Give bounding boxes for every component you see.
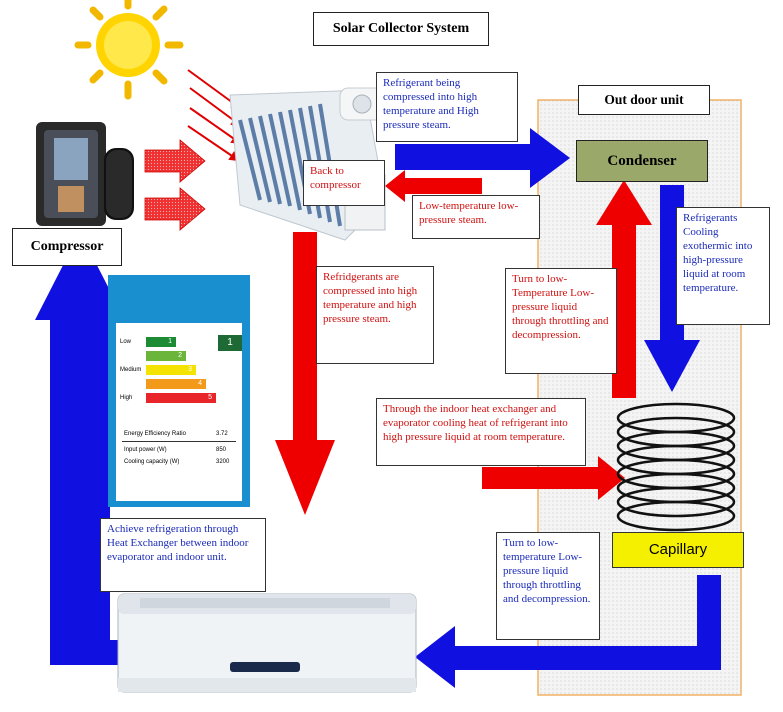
compressor-label: Compressor (12, 228, 122, 266)
rating-bar-5: 5 (146, 393, 216, 403)
arrow-to-condenser (395, 128, 570, 188)
note-low-temp-steam: Low-temperature low-pressure steam. (412, 195, 540, 239)
note-achieve-refrigeration: Achieve refrigeration through Heat Excha… (100, 518, 266, 592)
arrow-red-down (275, 232, 335, 515)
rating-bar-4: 4 (146, 379, 206, 389)
note-back-to-compressor: Back to compressor (303, 160, 385, 206)
label-low: Low (120, 339, 132, 345)
indoor-ac-unit (117, 593, 417, 693)
arrow-condenser-down (644, 185, 700, 392)
label-divider (122, 441, 236, 442)
cooling-capacity-label: Cooling capacity (W) (124, 459, 180, 465)
rating-bar-3: 3 (146, 365, 196, 375)
note-refrigerant-compressed: Refrigerant being compressed into high t… (376, 72, 518, 142)
energy-label-card: 1 2 3 4 5 Low Medium High 1 Energy Effic… (108, 275, 250, 507)
label-medium: Medium (120, 367, 142, 373)
rating-badge: 1 (218, 335, 242, 351)
compressor-device (36, 122, 134, 226)
input-power-value: 850 (216, 447, 227, 453)
arrow-capillary-return (415, 575, 721, 688)
label-high: High (120, 395, 133, 401)
rating-bar-1: 1 (146, 337, 176, 347)
capillary-box: Capillary (612, 532, 744, 568)
note-turn-low-temp-1: Turn to low-Temperature Low-pressure liq… (505, 268, 617, 374)
arrow-back-compressor (385, 170, 482, 202)
input-power-label: Input power (W) (124, 447, 167, 453)
arrow-into-coil (482, 456, 625, 500)
cooling-capacity-value: 3200 (216, 459, 230, 465)
ratio-label: Energy Efficiency Ratio (124, 431, 186, 437)
note-indoor-heat-exchanger: Through the indoor heat exchanger and ev… (376, 398, 586, 466)
note-turn-low-temp-2: Turn to low-temperature Low-pressure liq… (496, 532, 600, 640)
outdoor-unit-label: Out door unit (578, 85, 710, 115)
ratio-value: 3.72 (216, 431, 228, 437)
note-refridgerants-compressed: Refridgerants are compressed into high t… (316, 266, 434, 364)
sun-icon (74, 0, 184, 100)
compressor-outlet-arrows (144, 139, 206, 231)
note-refrigerants-cooling: Refrigerants Cooling exothermic into hig… (676, 207, 770, 325)
diagram-title: Solar Collector System (313, 12, 489, 46)
rating-bar-2: 2 (146, 351, 186, 361)
evaporator-coil (616, 402, 736, 532)
energy-label-inner: 1 2 3 4 5 Low Medium High 1 Energy Effic… (116, 323, 242, 501)
arrow-up-condenser (596, 180, 652, 398)
condenser-box: Condenser (576, 140, 708, 182)
